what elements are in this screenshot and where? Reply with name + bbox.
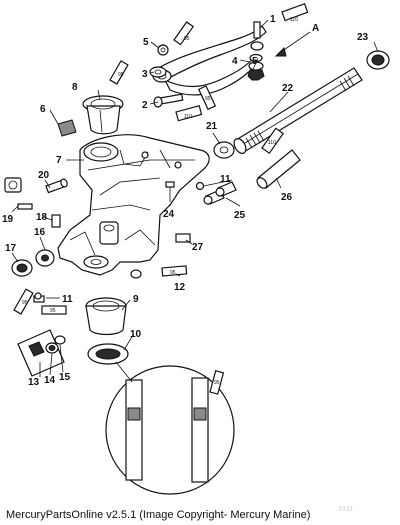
- callout-13: 13: [28, 377, 40, 388]
- callout-24: 24: [163, 209, 175, 220]
- callout-1: 1: [270, 14, 276, 25]
- bushings-25: [203, 181, 237, 205]
- nut-kit: [17, 329, 66, 377]
- callout-18: 18: [36, 212, 48, 223]
- block-6: [57, 119, 77, 137]
- callout-6: 6: [40, 104, 46, 115]
- swivel-bracket: [57, 134, 210, 276]
- lube-tube-1: 110: [281, 3, 309, 23]
- svg-text:95: 95: [205, 96, 211, 102]
- callout-labels: 1 2 3 4 5 5 6 7 8 9 10 11 11 12 13 14 15…: [2, 14, 369, 388]
- locknut-3: [149, 66, 167, 78]
- nut-17: [11, 259, 33, 277]
- svg-text:110: 110: [184, 114, 192, 120]
- callout-19: 19: [2, 214, 14, 225]
- lube-tube-2: 95: [173, 21, 195, 46]
- callout-15: 15: [59, 372, 71, 383]
- lube-tube-5: 95: [197, 85, 217, 111]
- svg-text:110: 110: [268, 140, 276, 146]
- lube-tube-3: 95: [109, 60, 129, 85]
- callout-2: 2: [142, 100, 148, 111]
- washer-16: [35, 249, 55, 267]
- seal-10: [87, 343, 129, 365]
- callout-20: 20: [38, 170, 50, 181]
- lube-tube-7: 95: [161, 265, 188, 277]
- svg-text:110: 110: [290, 17, 298, 23]
- detail-circle: [105, 361, 235, 495]
- grease-fitting-11: [33, 292, 45, 303]
- svg-text:95: 95: [184, 36, 190, 42]
- fitting-19: [4, 177, 33, 210]
- pin-20: [45, 178, 68, 194]
- callout-17: 17: [5, 243, 17, 254]
- callout-12: 12: [174, 282, 186, 293]
- callout-4: 4: [232, 56, 238, 67]
- callout-11-left: 11: [62, 294, 73, 305]
- callout-21: 21: [206, 121, 218, 132]
- callout-27: 27: [192, 242, 204, 253]
- callout-7: 7: [56, 155, 62, 166]
- bushing-8: [82, 95, 124, 135]
- sleeve-26: [256, 149, 301, 189]
- leader-lines: [11, 19, 379, 377]
- callout-5-right: 5: [252, 56, 258, 67]
- thread-marks: [245, 75, 355, 149]
- svg-text:95: 95: [50, 308, 56, 314]
- callout-25: 25: [234, 210, 246, 221]
- steering-link: [152, 21, 267, 96]
- washer-21: [213, 141, 235, 159]
- lube-tube-8: 95: [13, 288, 34, 315]
- faint-mark: 3331: [338, 506, 354, 513]
- svg-text:95: 95: [22, 300, 28, 306]
- callout-5-top: 5: [143, 37, 149, 48]
- callout-10: 10: [130, 329, 142, 340]
- callout-14: 14: [44, 375, 56, 386]
- svg-text:95: 95: [214, 380, 220, 386]
- lube-tube-4: 110: [175, 105, 203, 122]
- lube-tube-6: 110: [261, 127, 284, 154]
- clip-18: [51, 214, 61, 228]
- bolt-2: [153, 93, 184, 108]
- washer-5: [157, 44, 169, 56]
- callout-9: 9: [133, 294, 139, 305]
- lube-tube-10: 95: [209, 370, 225, 395]
- nut-23: [366, 50, 390, 70]
- callout-22: 22: [282, 83, 294, 94]
- steering-tube-22: [233, 67, 363, 154]
- arrow-A-head: [274, 47, 287, 57]
- svg-text:95: 95: [170, 270, 176, 276]
- image-credit: MercuryPartsOnline v2.5.1 (Image Copyrig…: [6, 509, 311, 521]
- fitting-11-right: [195, 181, 205, 191]
- screw-24: [165, 181, 175, 202]
- svg-text:95: 95: [118, 72, 124, 78]
- bushing-9: [85, 297, 127, 336]
- callout-3: 3: [142, 69, 148, 80]
- callout-8: 8: [72, 82, 78, 93]
- callout-16: 16: [34, 227, 46, 238]
- lock-nut-group: [247, 53, 265, 81]
- lube-tube-9: 95: [41, 305, 67, 315]
- callout-11-right: 11: [220, 174, 231, 185]
- fitting-12: [130, 269, 142, 279]
- tag-27: [175, 233, 191, 243]
- callout-26: 26: [281, 192, 293, 203]
- callout-A: A: [312, 23, 319, 34]
- callout-23: 23: [357, 32, 369, 43]
